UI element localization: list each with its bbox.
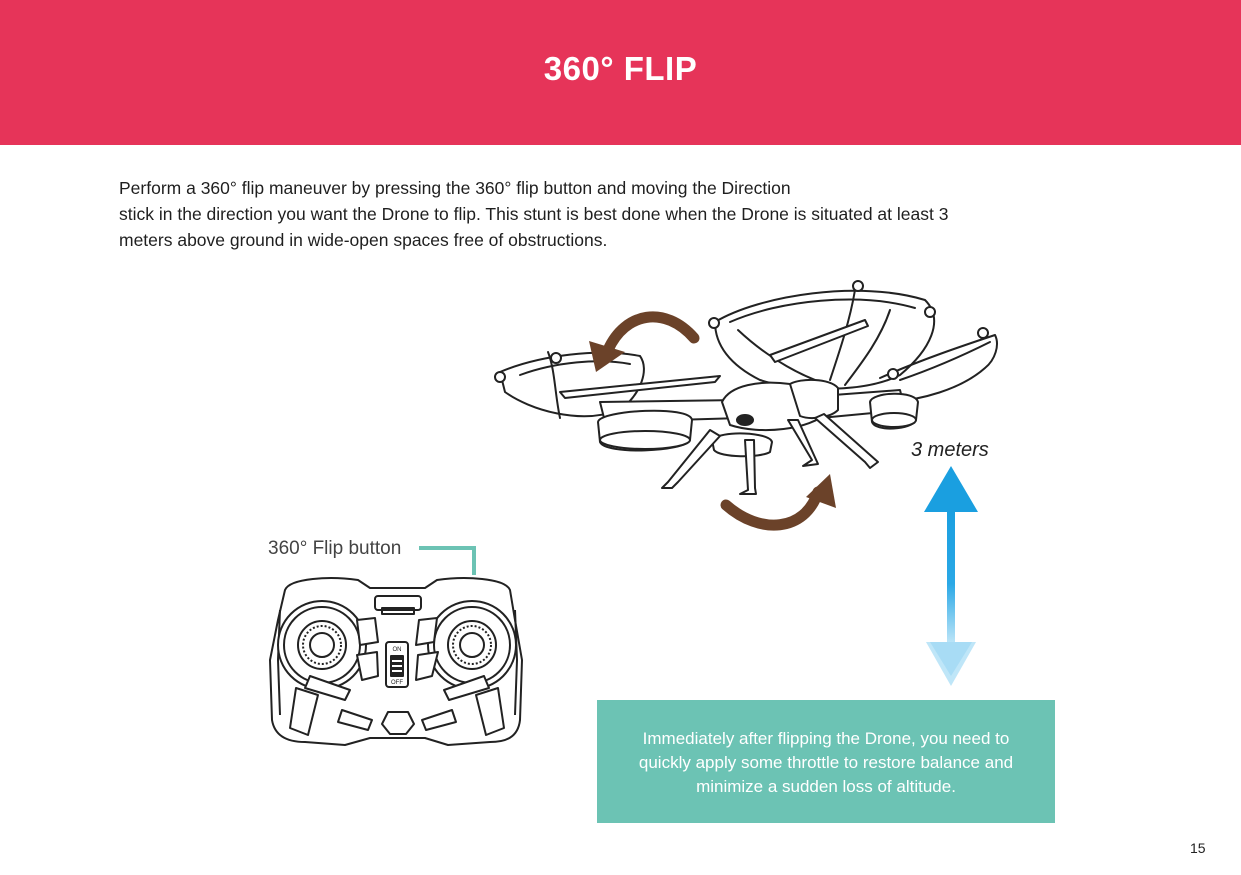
flip-button-label: 360° Flip button xyxy=(268,538,402,559)
switch-off-label: OFF xyxy=(391,680,403,686)
tip-note-text: Immediately after flipping the Drone, yo… xyxy=(638,729,1014,796)
drone-illustration xyxy=(494,280,998,495)
rotation-arrow-bottom xyxy=(720,474,836,531)
height-label: 3 meters xyxy=(911,439,989,461)
intro-line: Perform a 360° flip maneuver by pressing… xyxy=(119,178,791,198)
page-number: 15 xyxy=(1190,840,1206,856)
switch-on-label: ON xyxy=(393,647,402,653)
rotation-arrow-top xyxy=(589,311,700,372)
height-arrow xyxy=(924,466,978,686)
tip-note: Immediately after flipping the Drone, yo… xyxy=(597,700,1055,823)
header-banner xyxy=(0,0,1241,145)
remote-controller xyxy=(269,577,523,746)
intro-line: meters above ground in wide-open spaces … xyxy=(119,230,608,250)
intro-line: stick in the direction you want the Dron… xyxy=(119,204,949,224)
flip-button-connector xyxy=(419,546,476,575)
intro-paragraph: Perform a 360° flip maneuver by pressing… xyxy=(119,175,1099,253)
page-title: 360° FLIP xyxy=(543,50,698,87)
